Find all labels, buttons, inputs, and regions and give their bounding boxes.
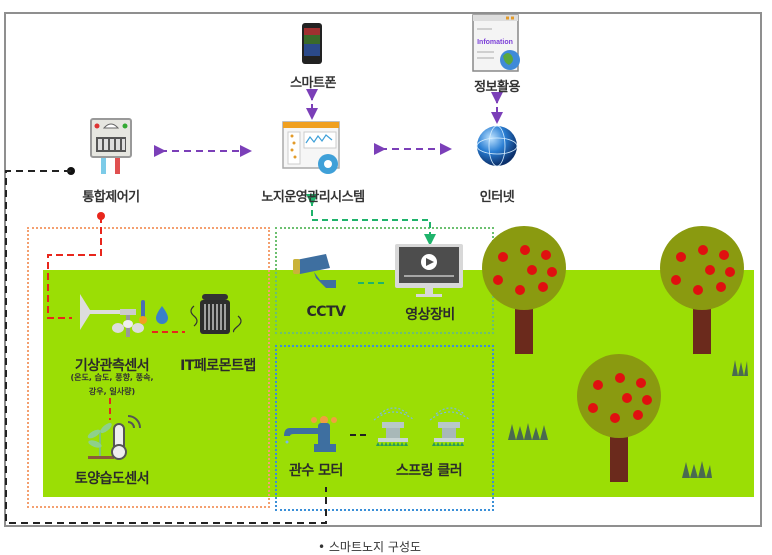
video-monitor-icon bbox=[395, 244, 463, 297]
globe-icon bbox=[476, 125, 518, 167]
control-panel-icon bbox=[90, 118, 132, 174]
sprinkler-icon bbox=[373, 407, 471, 446]
system-label: 노지운영관리시스템 bbox=[261, 190, 365, 205]
cctv-camera-icon bbox=[293, 254, 336, 288]
grass-icon bbox=[682, 461, 712, 478]
grass-icon bbox=[732, 360, 748, 376]
grass-icon bbox=[508, 423, 548, 440]
soil-moisture-sensor-icon bbox=[87, 415, 141, 460]
cctv-label: CCTV bbox=[306, 304, 346, 320]
sensor-group-box bbox=[27, 227, 270, 508]
information-document-icon: Infomation bbox=[472, 14, 520, 72]
weather-sensor-label: 기상관측센서 bbox=[74, 358, 150, 374]
controller-label: 통합제어기 bbox=[82, 190, 140, 205]
pheromone-trap-label: IT페로몬트랩 bbox=[180, 358, 256, 374]
apple-tree-icon bbox=[660, 226, 744, 354]
diagram-frame bbox=[4, 12, 762, 527]
smartphone-label: 스마트폰 bbox=[290, 76, 336, 91]
internet-label: 인터넷 bbox=[479, 190, 515, 205]
svg-text:Infomation: Infomation bbox=[477, 39, 513, 46]
apple-tree-icon bbox=[577, 354, 661, 482]
irrigation-group-box bbox=[275, 345, 494, 511]
pump-label: 관수 모터 bbox=[289, 463, 343, 479]
water-faucet-icon bbox=[284, 416, 337, 452]
weather-sensor-sub-line1: (온도, 습도, 풍향, 풍속, bbox=[70, 373, 154, 382]
insect-trap-icon bbox=[190, 294, 242, 334]
soil-sensor-label: 토양습도센서 bbox=[74, 471, 150, 487]
sprinkler-label: 스프링 클러 bbox=[395, 463, 463, 479]
smartphone-icon bbox=[302, 23, 322, 64]
management-dashboard-icon bbox=[282, 121, 340, 174]
link-controller-pump bbox=[5, 170, 327, 524]
weather-sensor-sub-line2: 강우, 일사량) bbox=[88, 387, 136, 396]
link-system-video bbox=[306, 194, 436, 246]
info-use-label: 정보활용 bbox=[474, 80, 520, 95]
thermometer-raindrop-icon bbox=[139, 300, 168, 324]
link-controller-weather bbox=[47, 216, 102, 319]
weather-station-icon bbox=[80, 294, 144, 337]
video-label: 영상장비 bbox=[405, 307, 455, 323]
apple-tree-icon bbox=[482, 226, 566, 354]
